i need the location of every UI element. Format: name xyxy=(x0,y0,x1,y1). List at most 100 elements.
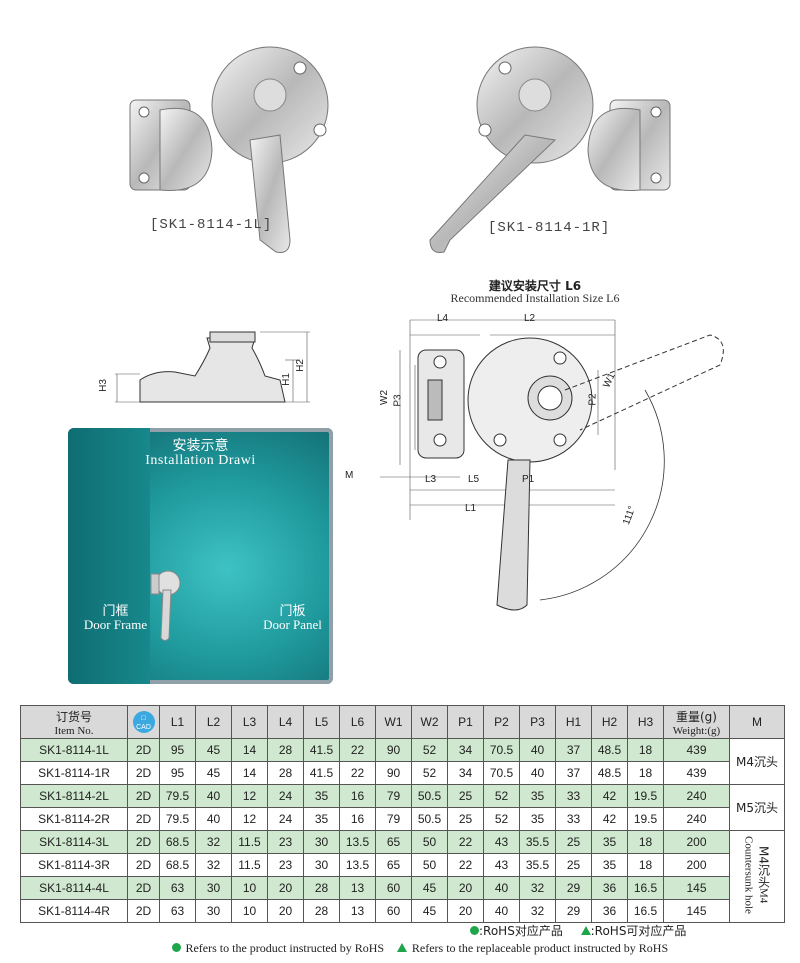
installation-title-en: Installation Drawi xyxy=(145,453,256,468)
value-cell: 34 xyxy=(447,761,484,785)
value-cell: 68.5 xyxy=(159,853,196,877)
table-header-row: 订货号 Item No. □CAD L1 L2 L3 L4 L5 L6 W1 W… xyxy=(20,705,785,739)
value-cell: 25 xyxy=(447,784,484,808)
weight-cell: 439 xyxy=(663,761,730,785)
latch-body-left xyxy=(211,46,329,253)
caption-left: [SK1-8114-1L] xyxy=(150,217,273,233)
header-col: P1 xyxy=(447,705,484,739)
value-cell: 30 xyxy=(195,899,232,923)
label-h3: H3 xyxy=(97,379,109,392)
value-cell: 28 xyxy=(303,876,340,900)
header-col: L5 xyxy=(303,705,340,739)
weight-cell: 145 xyxy=(663,899,730,923)
value-cell: 35 xyxy=(591,830,628,854)
label-m: M xyxy=(345,470,354,481)
door-frame-label-cn: 门框 xyxy=(102,604,129,619)
value-cell: 16.5 xyxy=(627,899,664,923)
value-cell: 52 xyxy=(411,738,448,762)
header-col: L4 xyxy=(267,705,304,739)
header-col: H3 xyxy=(627,705,664,739)
value-cell: 95 xyxy=(159,761,196,785)
value-cell: 42 xyxy=(591,807,628,831)
latch-body-right xyxy=(429,46,594,253)
value-cell: 65 xyxy=(375,830,412,854)
legend-replace-cn: :RoHS可对应产品 xyxy=(590,924,687,938)
label-p1: P1 xyxy=(522,474,535,485)
value-cell: 28 xyxy=(303,899,340,923)
value-cell: 79.5 xyxy=(159,784,196,808)
installation-panel xyxy=(68,428,333,684)
legend-rohs-en: Refers to the product instructed by RoHS xyxy=(185,941,385,955)
side-view-drawing xyxy=(115,331,310,403)
value-cell: 13.5 xyxy=(339,830,376,854)
value-cell: 35 xyxy=(519,784,556,808)
value-cell: 52 xyxy=(483,784,520,808)
door-frame-area xyxy=(68,428,150,684)
legend-cn: :RoHS对应产品 :RoHS可对应产品 xyxy=(470,922,686,940)
value-cell: 32 xyxy=(519,876,556,900)
value-cell: 63 xyxy=(159,876,196,900)
value-cell: 30 xyxy=(303,830,340,854)
label-h2: H2 xyxy=(294,359,306,372)
header-col: W2 xyxy=(411,705,448,739)
front-view-drawing xyxy=(380,319,724,611)
value-cell: 29 xyxy=(555,899,592,923)
door-panel-label-en: Door Panel xyxy=(263,617,322,632)
value-cell: 13.5 xyxy=(339,853,376,877)
header-col: H1 xyxy=(555,705,592,739)
item-no-cell: SK1-8114-4L xyxy=(20,876,128,900)
value-cell: 25 xyxy=(555,853,592,877)
rohs-triangle-icon xyxy=(580,926,591,936)
value-cell: 79 xyxy=(375,784,412,808)
value-cell: 29 xyxy=(555,876,592,900)
value-cell: 12 xyxy=(231,784,268,808)
weight-cell: 200 xyxy=(663,830,730,854)
value-cell: 13 xyxy=(339,876,376,900)
value-cell: 40 xyxy=(519,761,556,785)
value-cell: 28 xyxy=(267,761,304,785)
value-cell: 24 xyxy=(267,784,304,808)
value-cell: 18 xyxy=(627,761,664,785)
weight-cell: 145 xyxy=(663,876,730,900)
drawing-title-en: Recommended Installation Size L6 xyxy=(450,291,620,305)
value-cell: 34 xyxy=(447,738,484,762)
weight-cell: 200 xyxy=(663,853,730,877)
cad-cell: 2D xyxy=(127,807,160,831)
installed-latch-icon xyxy=(150,570,181,641)
value-cell: 16.5 xyxy=(627,876,664,900)
m-countersunk-cn: M4沉头 xyxy=(756,846,771,889)
value-cell: 35 xyxy=(591,853,628,877)
header-col: P3 xyxy=(519,705,556,739)
label-l2: L2 xyxy=(524,313,536,324)
value-cell: 10 xyxy=(231,876,268,900)
value-cell: 28 xyxy=(267,738,304,762)
value-cell: 60 xyxy=(375,876,412,900)
value-cell: 19.5 xyxy=(627,784,664,808)
value-cell: 24 xyxy=(267,807,304,831)
value-cell: 30 xyxy=(303,853,340,877)
header-col: L1 xyxy=(159,705,196,739)
value-cell: 45 xyxy=(411,899,448,923)
value-cell: 60 xyxy=(375,899,412,923)
weight-cell: 439 xyxy=(663,738,730,762)
label-l1: L1 xyxy=(465,503,477,514)
item-no-cell: SK1-8114-1L xyxy=(20,738,128,762)
legend-replace-en: Refers to the replaceable product instru… xyxy=(411,941,669,955)
spec-table: 订货号 Item No. □CAD L1 L2 L3 L4 L5 L6 W1 W… xyxy=(20,705,785,923)
item-no-cell: SK1-8114-4R xyxy=(20,899,128,923)
value-cell: 35 xyxy=(519,807,556,831)
value-cell: 43 xyxy=(483,830,520,854)
keeper-part-right xyxy=(587,99,671,191)
label-l3: L3 xyxy=(425,474,437,485)
cad-cell: 2D xyxy=(127,784,160,808)
value-cell: 11.5 xyxy=(231,830,268,854)
m-cell: M5沉头 xyxy=(729,784,785,831)
header-m: M xyxy=(729,705,785,739)
value-cell: 52 xyxy=(411,761,448,785)
